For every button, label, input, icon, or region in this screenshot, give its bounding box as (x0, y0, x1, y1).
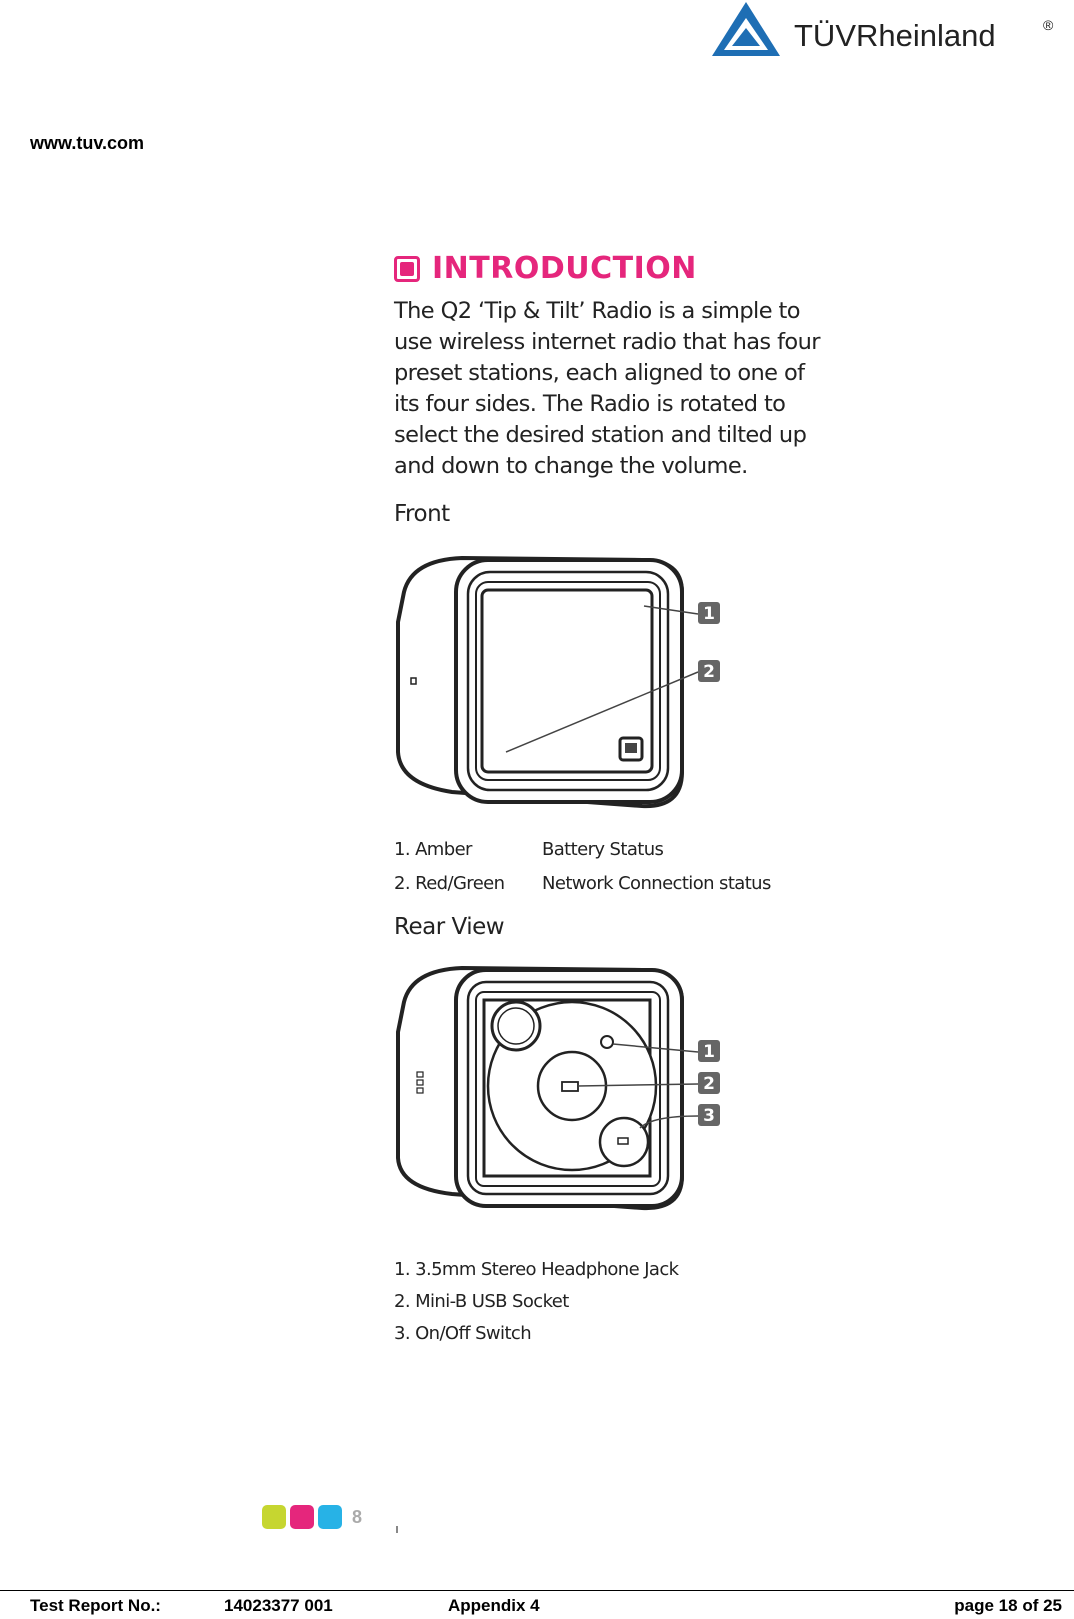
svg-text:1: 1 (703, 604, 715, 624)
tuv-triangle-icon (712, 2, 780, 56)
legend-item: 2. Red/Green (394, 873, 505, 894)
intro-title: INTRODUCTION (432, 251, 697, 286)
rear-legend-item: 1. 3.5mm Stereo Headphone Jack (394, 1259, 679, 1280)
front-heading: Front (394, 501, 450, 527)
rear-view-illustration: 1 2 3 (392, 962, 732, 1217)
rear-legend-item: 2. Mini-B USB Socket (394, 1291, 569, 1312)
callout-1: 1 (698, 1040, 720, 1062)
intro-heading: INTRODUCTION (394, 251, 697, 286)
report-number: 14023377 001 (224, 1596, 333, 1615)
svg-text:1: 1 (703, 1042, 715, 1062)
appendix-label: Appendix 4 (448, 1596, 540, 1615)
intro-line: its four sides. The Radio is rotated to (394, 391, 786, 417)
intro-paragraph: The Q2 ‘Tip & Tilt’ Radio is a simple to… (394, 296, 834, 482)
intro-line: select the desired station and tilted up (394, 422, 807, 448)
manual-page-number: 8 (352, 1506, 363, 1527)
manual-page-marker: 8 (262, 1505, 362, 1529)
registered-mark: ® (1043, 17, 1054, 33)
svg-text:2: 2 (703, 662, 715, 682)
intro-line: and down to change the volume. (394, 453, 748, 479)
svg-text:3: 3 (703, 1106, 715, 1126)
brand-text: TÜVRheinland (794, 18, 996, 53)
footer-rule (0, 1590, 1074, 1591)
site-url: www.tuv.com (30, 133, 145, 153)
report-label: Test Report No.: (30, 1596, 161, 1615)
legend-desc: Battery Status (542, 839, 664, 860)
lime-dot (262, 1505, 286, 1529)
rear-legend-item: 3. On/Off Switch (394, 1323, 532, 1344)
rear-heading: Rear View (394, 914, 505, 940)
intro-line: preset stations, each aligned to one of (394, 360, 805, 386)
intro-line: use wireless internet radio that has fou… (394, 329, 820, 355)
legend-desc: Network Connection status (542, 873, 771, 894)
front-view-illustration: 1 2 (392, 552, 732, 817)
callout-1: 1 (698, 602, 720, 624)
legend-item: 1. Amber (394, 839, 472, 860)
page-tick (396, 1526, 398, 1533)
intro-line: The Q2 ‘Tip & Tilt’ Radio is a simple to (394, 298, 801, 324)
front-legend-row: 2. Red/Green Network Connection status (394, 873, 794, 897)
callout-2: 2 (698, 1072, 720, 1094)
pink-dot (290, 1505, 314, 1529)
callout-2: 2 (698, 660, 720, 682)
callout-3: 3 (698, 1104, 720, 1126)
svg-text:2: 2 (703, 1074, 715, 1094)
section-square-icon (394, 255, 420, 282)
cyan-dot (318, 1505, 342, 1529)
page-indicator: page 18 of 25 (954, 1596, 1062, 1615)
tuv-rheinland-logo: TÜVRheinland ® (710, 0, 1060, 62)
front-legend-row: 1. Amber Battery Status (394, 839, 794, 863)
